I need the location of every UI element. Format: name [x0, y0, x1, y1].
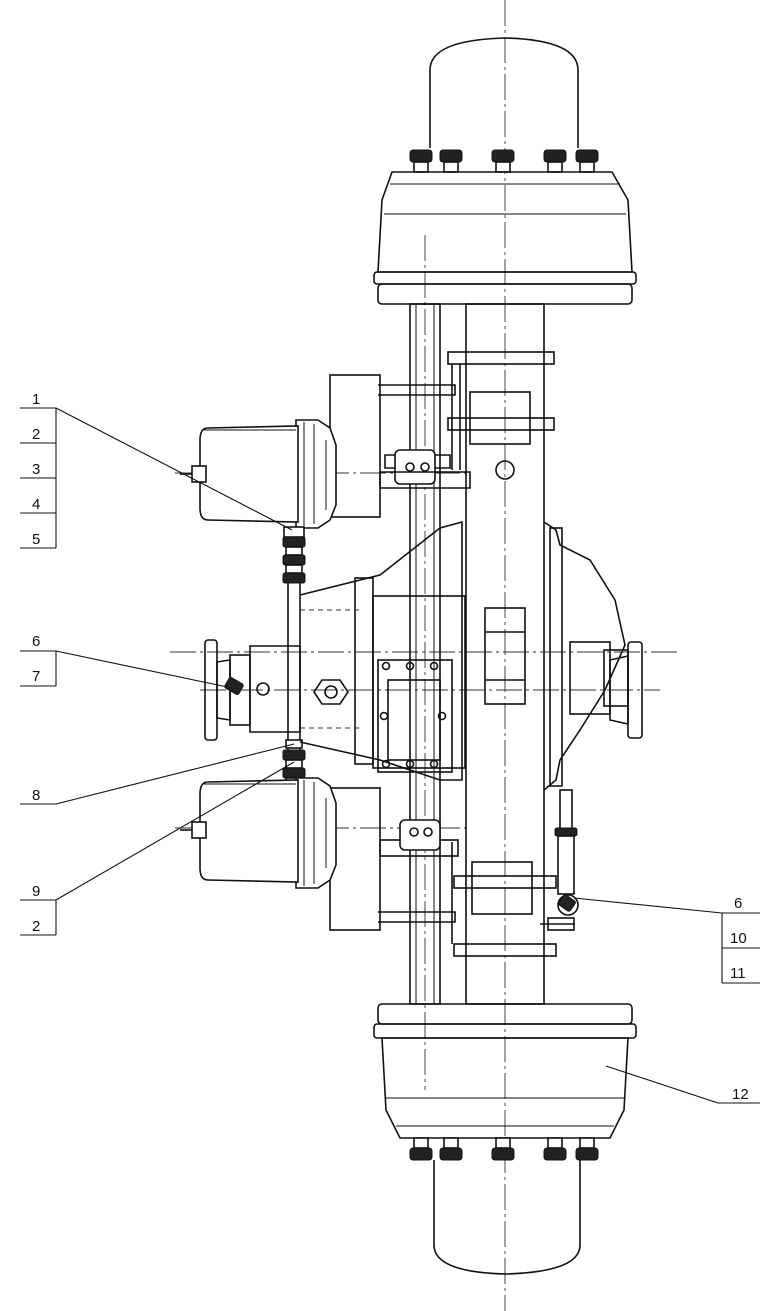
callout-numbers: 1 2 3 4 5 6 7 8 9 2 6 10 11 12	[32, 391, 749, 1103]
bottom-bolts	[409, 1137, 599, 1161]
callout-1: 1	[32, 391, 40, 408]
callout-8: 8	[32, 787, 40, 804]
callout-4: 4	[32, 496, 40, 513]
callout-11: 11	[730, 965, 746, 982]
callout-6-left: 6	[32, 633, 40, 650]
air-line-fittings	[282, 526, 306, 787]
upper-brake-chamber	[180, 374, 381, 529]
top-bolts	[409, 149, 599, 173]
right-carrier	[484, 521, 629, 791]
callout-6-right: 6	[734, 895, 742, 912]
lower-brake-chamber	[180, 777, 381, 931]
upper-bracket	[378, 351, 555, 489]
bottom-hub	[373, 1003, 637, 1275]
callout-10: 10	[730, 930, 747, 947]
callout-7: 7	[32, 668, 40, 685]
callout-2: 2	[32, 426, 40, 443]
callout-2-lower: 2	[32, 918, 40, 935]
callout-12: 12	[732, 1086, 749, 1103]
left-flange	[204, 639, 301, 741]
top-hub	[373, 37, 637, 305]
axle-beam	[409, 303, 545, 1005]
lower-bracket	[378, 819, 557, 957]
differential-housing	[299, 520, 466, 781]
leader-lines	[20, 407, 760, 1104]
callout-5: 5	[32, 531, 40, 548]
callout-3: 3	[32, 461, 40, 478]
right-flange	[609, 641, 643, 739]
callout-9: 9	[32, 883, 40, 900]
slack-adjuster	[540, 789, 579, 931]
